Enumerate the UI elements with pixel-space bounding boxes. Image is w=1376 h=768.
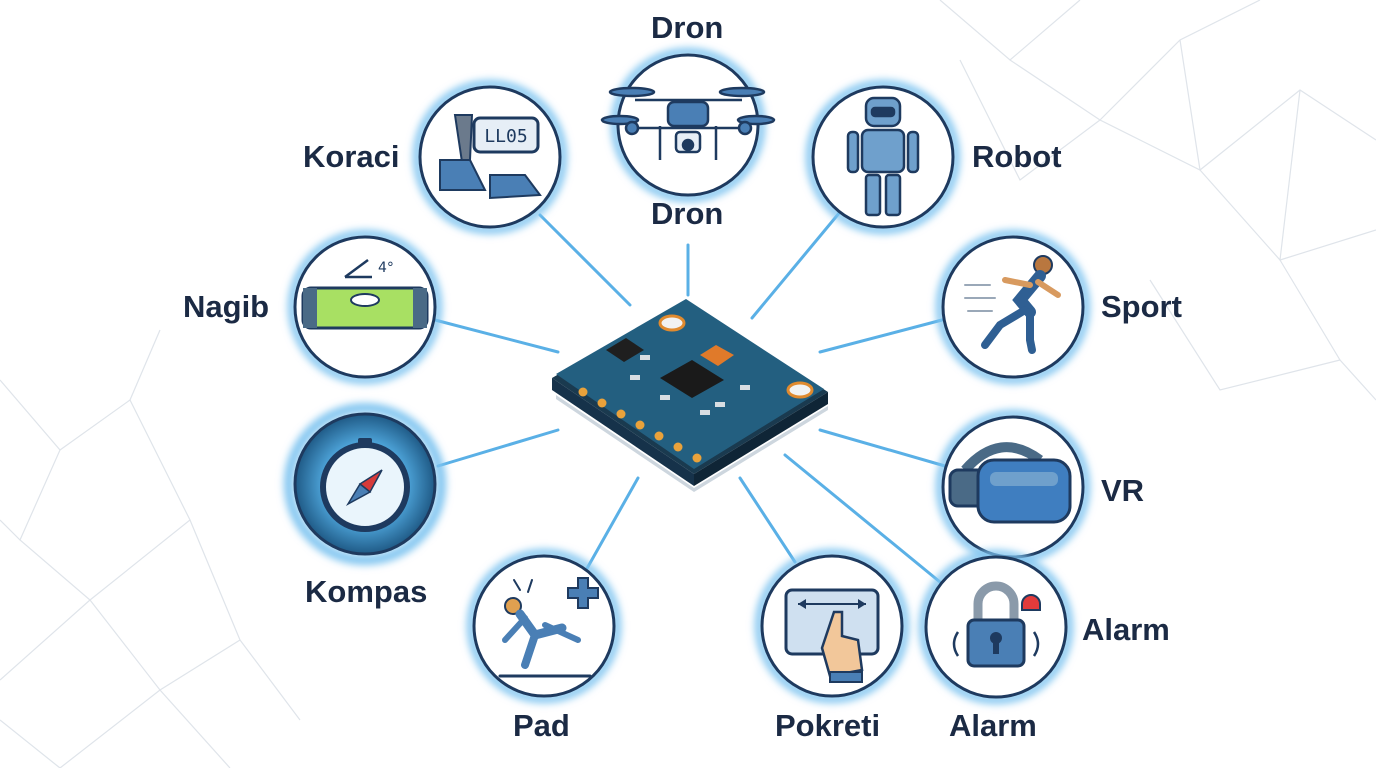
step-counter-icon: LL05 [439, 114, 542, 200]
node-pad [467, 549, 621, 703]
label-alarm-right: Alarm [1082, 612, 1170, 647]
ic-chip [660, 360, 724, 398]
label-koraci: Koraci [303, 139, 400, 174]
node-vr [936, 410, 1090, 564]
node-koraci: LL05 [413, 80, 567, 234]
vr-headset-icon [948, 442, 1072, 524]
label-kompas: Kompas [305, 574, 428, 609]
ic-chip-small [606, 338, 644, 362]
node-nagib: 4° [288, 230, 442, 384]
compass-icon [320, 438, 410, 532]
node-robot [806, 80, 960, 234]
connector-lines [433, 210, 947, 584]
connector-pad [583, 476, 640, 574]
drone-icon [600, 86, 776, 160]
mount-hole [786, 381, 814, 399]
robot-icon [846, 96, 920, 217]
connector-kompas [436, 428, 560, 468]
connector-robot [750, 210, 842, 320]
mount-hole [658, 314, 686, 332]
connector-nagib [433, 318, 560, 354]
node-pokreti [755, 549, 909, 703]
label-nagib: Nagib [183, 289, 270, 324]
label-dron-mid: Dron [651, 196, 724, 231]
fall-icon [498, 577, 599, 678]
label-sport: Sport [1101, 289, 1182, 324]
sensor-board [552, 299, 828, 492]
node-alarm [919, 550, 1073, 704]
node-dron [600, 48, 776, 202]
label-robot: Robot [972, 139, 1062, 174]
label-vr: VR [1101, 473, 1145, 508]
tilt-angle: 4° [378, 260, 394, 276]
connector-vr [818, 428, 947, 468]
connector-koraci [538, 213, 632, 307]
connector-pokreti [738, 476, 797, 564]
node-sport [936, 230, 1090, 384]
label-pokreti: Pokreti [775, 708, 881, 743]
connector-alarm [783, 453, 942, 584]
lock-alarm-icon [952, 581, 1041, 668]
connector-sport [818, 318, 944, 354]
runner-icon [964, 255, 1061, 354]
touchpad-icon [784, 588, 880, 683]
node-kompas [284, 403, 446, 565]
capacitor [700, 345, 734, 366]
spirit-level-icon: 4° [301, 258, 429, 330]
label-dron-top: Dron [651, 10, 724, 45]
step-counter-display: LL05 [484, 126, 527, 147]
label-pad: Pad [513, 708, 570, 743]
label-alarm-bottom: Alarm [949, 708, 1037, 743]
